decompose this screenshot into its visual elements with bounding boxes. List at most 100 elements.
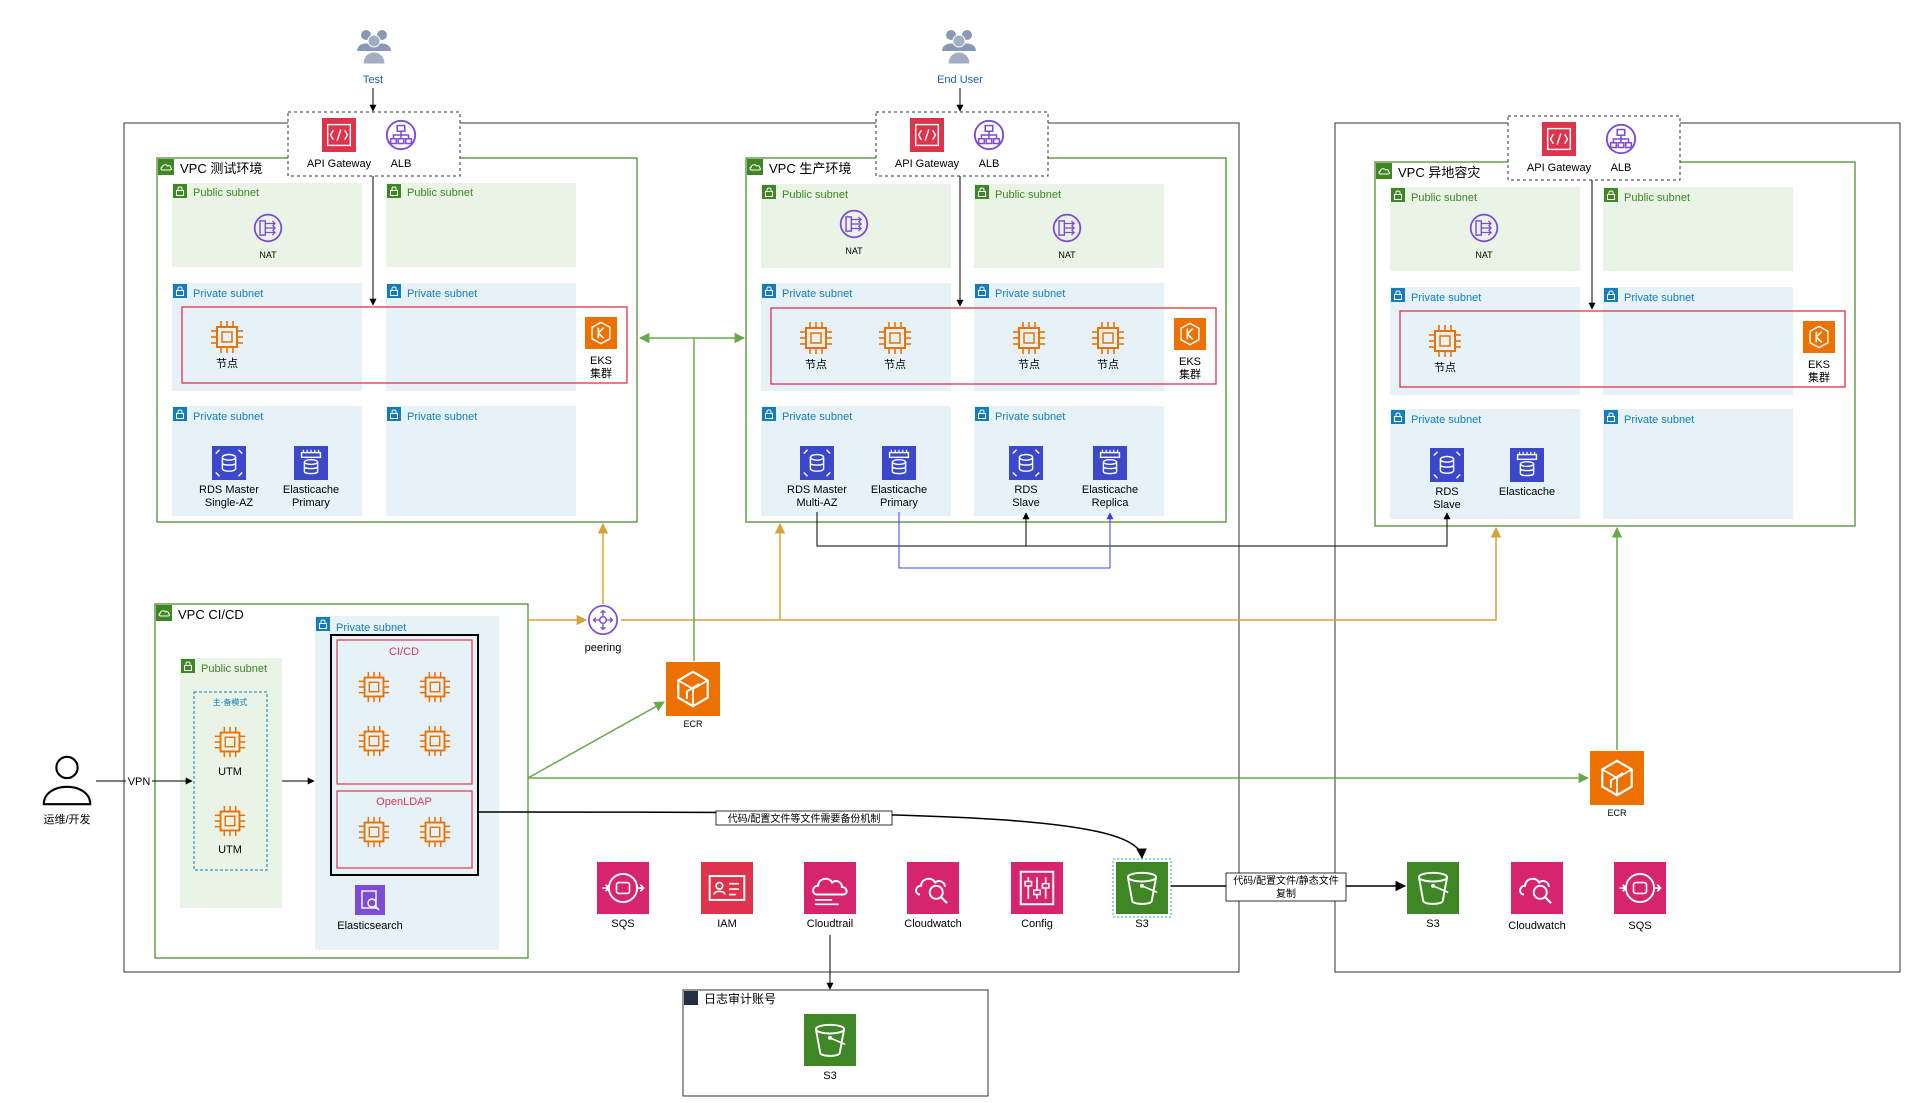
- subnet-label: Private subnet: [336, 622, 406, 634]
- cloudwatch-icon: [1511, 862, 1563, 914]
- iam-label: IAM: [717, 918, 737, 930]
- s3-label: S3: [1135, 918, 1148, 930]
- lock-icon: [1604, 410, 1618, 424]
- subnet-label: Public subnet: [201, 663, 267, 675]
- lock-icon: [1391, 410, 1405, 424]
- subnet-label: Private subnet: [1624, 292, 1694, 304]
- api-gateway-label: API Gateway: [895, 158, 960, 170]
- lock-icon: [387, 184, 401, 198]
- cloudwatch-label: Cloudwatch: [904, 918, 961, 930]
- lock-icon: [173, 184, 187, 198]
- subnet-label: Private subnet: [1411, 292, 1481, 304]
- ingress-group-test: API Gateway ALB: [287, 111, 461, 177]
- elasticache-label: Replica: [1092, 497, 1130, 509]
- peering-label: peering: [585, 642, 622, 654]
- eks-label: EKS: [1179, 356, 1201, 368]
- active-standby-box: [193, 691, 268, 871]
- config-label: Config: [1021, 918, 1053, 930]
- utm-label: UTM: [218, 766, 242, 778]
- eks-label: 集群: [1179, 367, 1201, 381]
- subnet-label: Private subnet: [1411, 414, 1481, 426]
- lock-icon: [1604, 188, 1618, 202]
- audit-account: 日志审计账号 S3: [682, 989, 989, 1097]
- ingress-group-prod: API Gateway ALB: [875, 111, 1049, 177]
- subnet-label: Public subnet: [782, 189, 848, 201]
- cicd-cluster-box: [330, 634, 479, 876]
- lock-icon: [762, 407, 776, 421]
- utm-label: UTM: [218, 844, 242, 856]
- peering-icon: [587, 604, 619, 636]
- lock-icon: [387, 284, 401, 298]
- active-standby-label: 主-备模式: [213, 697, 248, 707]
- replication-note: 代码/配置文件/静态文件: [1233, 874, 1339, 887]
- openldap-label: OpenLDAP: [376, 796, 432, 808]
- node-label: 节点: [216, 357, 238, 370]
- cloudtrail-label: Cloudtrail: [807, 918, 853, 930]
- api-gateway-label: API Gateway: [307, 158, 372, 170]
- elasticache-icon: [294, 446, 328, 480]
- subnet-label: Public subnet: [193, 187, 259, 199]
- node-label: 节点: [1097, 358, 1119, 371]
- main-account-boundary: [123, 122, 1240, 973]
- elasticache-icon: [1093, 446, 1127, 480]
- api-gateway-icon: [322, 118, 356, 152]
- s3-label: S3: [823, 1070, 836, 1082]
- rds-label: Single-AZ: [205, 497, 254, 509]
- vpc-test: VPC 测试环境 Public subnet Public subnet NAT…: [156, 157, 638, 523]
- eks-label: EKS: [1808, 359, 1830, 371]
- lock-icon: [181, 659, 195, 673]
- openldap-group: [336, 790, 473, 869]
- elasticache-label: Primary: [880, 497, 918, 509]
- cloudtrail-icon: [804, 862, 856, 914]
- backup-note-bg: [715, 810, 893, 826]
- eks-cluster-box: [770, 307, 1217, 385]
- rds-label: RDS Master: [787, 484, 847, 496]
- alb-label: ALB: [1611, 162, 1632, 174]
- elasticache-icon: [1510, 448, 1544, 482]
- lock-icon: [387, 407, 401, 421]
- cloudwatch-icon: [907, 862, 959, 914]
- eks-label: EKS: [590, 355, 612, 367]
- eks-icon: [1174, 318, 1206, 350]
- alb-label: ALB: [391, 158, 412, 170]
- vpc-cloud-icon: [747, 159, 763, 175]
- vpc-cicd-title: VPC CI/CD: [178, 607, 244, 622]
- subnet-label: Private subnet: [782, 288, 852, 300]
- elasticache-label: Elasticache: [283, 484, 339, 496]
- lock-icon: [1391, 188, 1405, 202]
- subnet-label: Private subnet: [407, 288, 477, 300]
- subnet-label: Private subnet: [407, 411, 477, 423]
- cicd-group: [336, 639, 473, 785]
- vpc-cloud-icon: [158, 159, 174, 175]
- nat-label: NAT: [845, 246, 863, 256]
- cicd-label: CI/CD: [389, 646, 419, 658]
- subnet-label: Private subnet: [782, 411, 852, 423]
- lock-icon: [1604, 288, 1618, 302]
- s3-icon: [1116, 862, 1168, 914]
- lock-icon: [173, 284, 187, 298]
- vpc-test-title: VPC 测试环境: [180, 161, 262, 176]
- vpc-prod-title: VPC 生产环境: [769, 161, 851, 176]
- s3-icon: [804, 1014, 856, 1066]
- iam-icon: [701, 862, 753, 914]
- sqs-label: SQS: [611, 918, 634, 930]
- subnet-label: Private subnet: [193, 411, 263, 423]
- vpc-prod: VPC 生产环境 Public subnet Public subnet NAT…: [745, 157, 1227, 523]
- eks-label: 集群: [590, 366, 612, 380]
- api-gateway-label: API Gateway: [1527, 162, 1592, 174]
- vpc-dr: VPC 异地容灾 Public subnet Public subnet NAT…: [1374, 161, 1856, 527]
- test-users-icon: [356, 29, 392, 65]
- eks-cluster-box: [1399, 310, 1846, 388]
- replication-note-bg: [1225, 872, 1347, 902]
- elasticache-label: Elasticache: [1499, 486, 1555, 498]
- rds-icon: [800, 446, 834, 480]
- lock-icon: [316, 617, 330, 631]
- elasticache-icon: [882, 446, 916, 480]
- nat-label: NAT: [1058, 250, 1076, 260]
- config-icon: [1011, 862, 1063, 914]
- ops-user-label: 运维/开发: [43, 812, 90, 826]
- subnet-label: Private subnet: [995, 288, 1065, 300]
- lock-icon: [975, 185, 989, 199]
- test-users-label: Test: [363, 74, 383, 86]
- account-icon: [684, 991, 698, 1005]
